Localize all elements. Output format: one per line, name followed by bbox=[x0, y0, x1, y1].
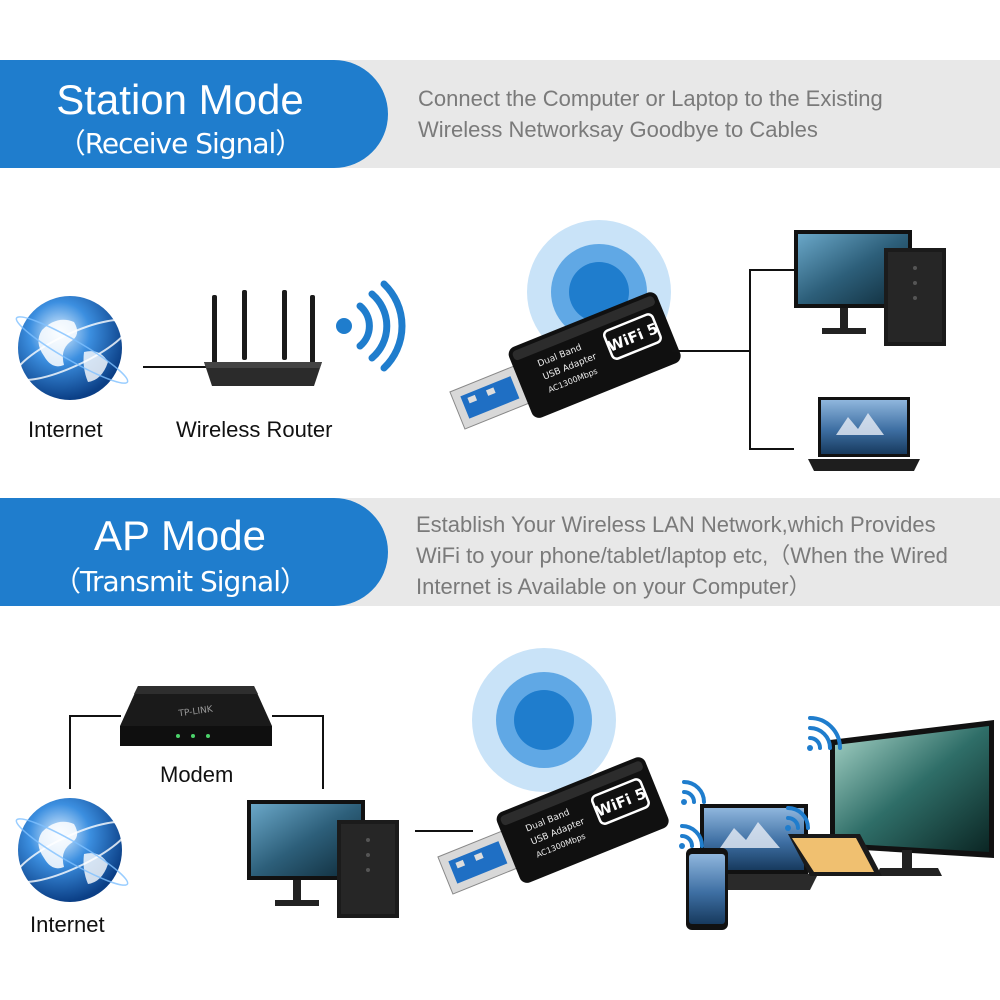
station-mode-pill bbox=[0, 60, 388, 168]
bracket-top bbox=[749, 269, 794, 271]
usb-adapter-icon: WiFi 5 Dual Band USB Adapter AC1300Mbps bbox=[437, 757, 669, 895]
desktop-computer-icon bbox=[794, 230, 946, 346]
laptop-icon bbox=[808, 397, 920, 471]
tablet-icon bbox=[788, 834, 882, 876]
usb-adapter-icon: WiFi 5 Dual Band USB Adapter AC1300Mbps bbox=[449, 292, 681, 430]
station-internet-label: Internet bbox=[28, 417, 103, 442]
wifi-icon bbox=[807, 716, 842, 751]
router-label: Wireless Router bbox=[176, 417, 333, 442]
ap-description-line-2: WiFi to your phone/tablet/laptop etc,（Wh… bbox=[416, 543, 948, 568]
modem-left-vertical bbox=[69, 715, 71, 789]
modem-right-vertical bbox=[322, 715, 324, 789]
monitor-icon bbox=[830, 720, 994, 876]
bracket-bottom bbox=[749, 448, 794, 450]
station-mode-description: Connect the Computer or Laptop to the Ex… bbox=[418, 83, 883, 145]
ap-mode-description: Establish Your Wireless LAN Network,whic… bbox=[416, 509, 948, 602]
wifi-icon bbox=[785, 806, 810, 831]
globe-icon bbox=[14, 798, 130, 902]
phone-icon bbox=[686, 848, 728, 930]
bracket-vertical bbox=[749, 269, 751, 450]
signal-circles bbox=[472, 648, 616, 792]
globe-icon bbox=[14, 296, 130, 400]
wifi-signal-icon bbox=[336, 280, 406, 372]
ap-mode-title: AP Mode bbox=[94, 512, 266, 559]
modem-icon: TP-LINK bbox=[120, 686, 272, 746]
modem-right-connector bbox=[272, 715, 324, 717]
ap-description-line-3: Internet is Available on your Computer） bbox=[416, 574, 811, 599]
modem-left-connector bbox=[69, 715, 121, 717]
ap-description-line-1: Establish Your Wireless LAN Network,whic… bbox=[416, 512, 936, 537]
router-icon bbox=[204, 290, 322, 386]
station-mode-subtitle: （Receive Signal） bbox=[57, 127, 304, 160]
device-cluster bbox=[679, 716, 994, 930]
pc-adapter-connector bbox=[415, 830, 473, 832]
station-description-line-1: Connect the Computer or Laptop to the Ex… bbox=[418, 86, 883, 111]
ap-mode-subtitle: （Transmit Signal） bbox=[53, 565, 308, 598]
wifi-icon bbox=[679, 824, 704, 849]
station-description-line-2: Wireless Networksay Goodbye to Cables bbox=[418, 117, 818, 142]
adapter-connector bbox=[672, 350, 750, 352]
globe-router-connector bbox=[143, 366, 206, 368]
desktop-computer-icon bbox=[247, 800, 399, 918]
station-mode-title: Station Mode bbox=[56, 76, 304, 123]
modem-label: Modem bbox=[160, 762, 234, 787]
ap-internet-label: Internet bbox=[30, 912, 105, 937]
ap-mode-pill bbox=[0, 498, 388, 606]
wifi-icon bbox=[681, 780, 706, 805]
